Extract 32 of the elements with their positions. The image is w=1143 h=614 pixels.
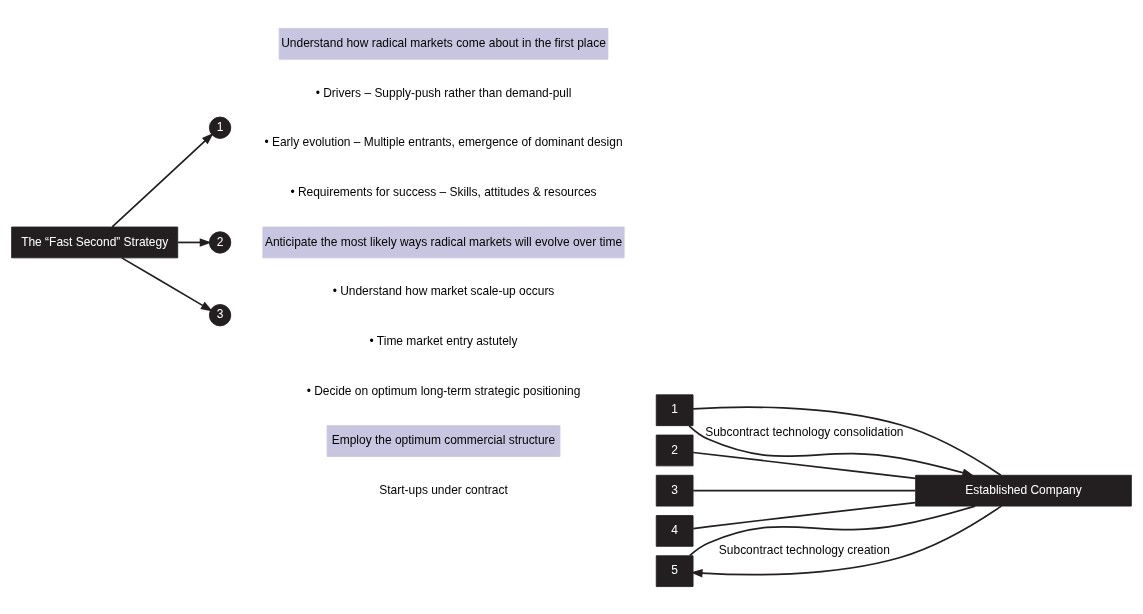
node-circle: 2	[208, 230, 232, 254]
connector	[692, 501, 917, 529]
edge-label: Subcontract technology creation	[718, 542, 890, 557]
node-box: Employ the optimum commercial structure	[326, 424, 561, 457]
label: • Decide on optimum long-term strategic positioning	[306, 383, 581, 398]
label: • Requirements for success – Skills, attitudes & resources	[290, 184, 597, 199]
arrow	[120, 256, 213, 311]
node-box: The “Fast Second” Strategy	[11, 226, 179, 258]
node-box: 3	[655, 474, 694, 507]
connector	[692, 451, 917, 479]
node-box: Anticipate the most likely ways radical markets will evolve over time	[262, 226, 625, 258]
node-box: 5	[655, 554, 694, 587]
node-circle: 3	[208, 303, 232, 326]
label: • Early evolution – Multiple entrants, emergence of dominant design	[264, 134, 623, 149]
node-box: 4	[655, 514, 694, 547]
node-box: 1	[655, 393, 694, 426]
label: • Time market entry astutely	[369, 333, 518, 348]
connector	[692, 405, 1002, 476]
node-box: Established Company	[915, 474, 1132, 507]
arrow	[111, 132, 214, 228]
node-box: 2	[655, 434, 694, 466]
arrow	[690, 504, 1003, 577]
connector	[689, 504, 976, 556]
arrow	[688, 424, 975, 477]
label: • Drivers – Supply-push rather than demand-pull	[315, 85, 572, 100]
node-circle: 1	[208, 116, 232, 139]
arrow	[177, 237, 212, 247]
label: Start-ups under contract	[379, 482, 508, 497]
connector	[692, 489, 917, 492]
edge-label: Subcontract technology consolidation	[705, 424, 904, 439]
node-box: Understand how radical markets come about in the first place	[278, 27, 609, 60]
label: • Understand how market scale-up occurs	[332, 283, 555, 298]
